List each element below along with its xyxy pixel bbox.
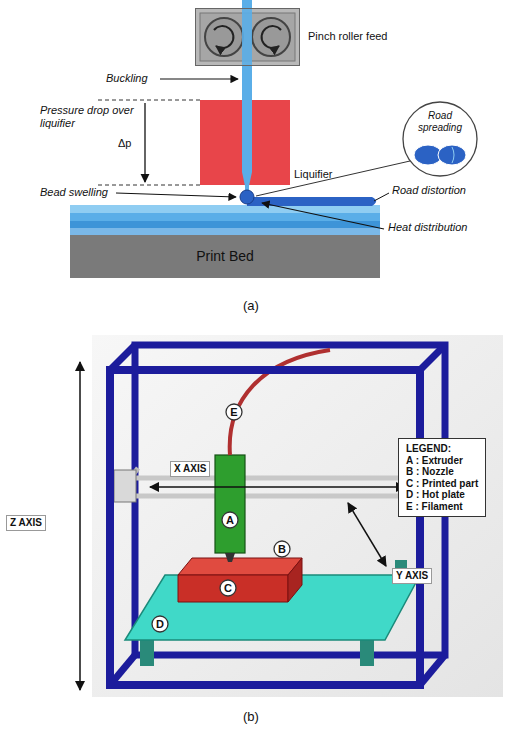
printer-frame bbox=[110, 370, 420, 685]
node-label: Print Bed bbox=[196, 248, 254, 264]
node-label: C bbox=[224, 582, 232, 595]
z-axis-arrow bbox=[79, 362, 81, 690]
node-label: Pinch roller feed bbox=[308, 30, 388, 43]
render-background bbox=[92, 335, 503, 697]
annotation: Heat distribution bbox=[388, 221, 468, 234]
pinch-roller bbox=[205, 18, 243, 56]
callout-circle: E bbox=[225, 403, 243, 421]
callout-circle: D bbox=[151, 615, 169, 633]
x-axis-arrow bbox=[150, 486, 405, 488]
extruder bbox=[215, 455, 245, 553]
node-label: A bbox=[226, 514, 234, 527]
print-bed: Print Bed bbox=[70, 235, 380, 278]
node-label: E bbox=[230, 406, 237, 419]
node-label: Liquifier bbox=[294, 168, 333, 181]
bead bbox=[240, 190, 254, 204]
printed-layer bbox=[70, 221, 380, 228]
legend-entry: B : Nozzle bbox=[406, 466, 478, 478]
rails bbox=[114, 468, 442, 502]
subfigure-label: (a) bbox=[243, 298, 259, 314]
printed-part bbox=[178, 558, 302, 575]
printed-layer bbox=[70, 205, 380, 213]
annotation: Δp bbox=[118, 137, 131, 150]
node-label: Road spreading bbox=[410, 110, 470, 133]
subfigure-label: (b) bbox=[243, 709, 259, 725]
filament bbox=[242, 0, 252, 172]
y-axis-arrow bbox=[348, 503, 386, 566]
axis-label: Z AXIS bbox=[6, 515, 46, 531]
callout-circle: B bbox=[273, 540, 291, 558]
printed-layer bbox=[70, 213, 380, 221]
pinch-roller bbox=[252, 18, 290, 56]
road bbox=[247, 197, 376, 206]
annotation: Road distortion bbox=[392, 184, 466, 197]
legend-entry: A : Extruder bbox=[406, 455, 478, 467]
printed-layer bbox=[70, 228, 380, 235]
leader-line bbox=[160, 78, 238, 79]
callout-circle: A bbox=[221, 511, 239, 529]
legend-box: LEGEND:A : ExtruderB : NozzleC : Printed… bbox=[398, 438, 486, 517]
nozzle bbox=[225, 553, 235, 562]
leader-line bbox=[116, 193, 236, 197]
node-label: B bbox=[278, 543, 286, 556]
legend-entry: E : Filament bbox=[406, 501, 478, 513]
leader-line bbox=[256, 161, 410, 196]
legend-entry: D : Hot plate bbox=[406, 489, 478, 501]
liquifier-block: Liquifier bbox=[200, 100, 290, 185]
axis-label: Y AXIS bbox=[392, 568, 432, 584]
filament bbox=[230, 350, 330, 455]
axis-label: X AXIS bbox=[170, 461, 210, 477]
legend-title: LEGEND: bbox=[406, 443, 478, 455]
callout-circle: C bbox=[219, 579, 237, 597]
roller-feed-box: Pinch roller feed bbox=[195, 8, 300, 66]
legend-entry: C : Printed part bbox=[406, 478, 478, 490]
annotation: Buckling bbox=[106, 72, 148, 85]
liquifier-block bbox=[200, 100, 290, 185]
hot-plate bbox=[125, 575, 420, 640]
node-label: D bbox=[156, 618, 164, 631]
printer-frame bbox=[110, 345, 445, 685]
annotation: Bead swelling bbox=[40, 186, 108, 199]
detail-circle: Road spreading bbox=[402, 101, 478, 177]
leader-line bbox=[262, 203, 384, 229]
annotation: Pressure drop over liquifier bbox=[40, 104, 138, 130]
leader-line bbox=[374, 193, 389, 201]
